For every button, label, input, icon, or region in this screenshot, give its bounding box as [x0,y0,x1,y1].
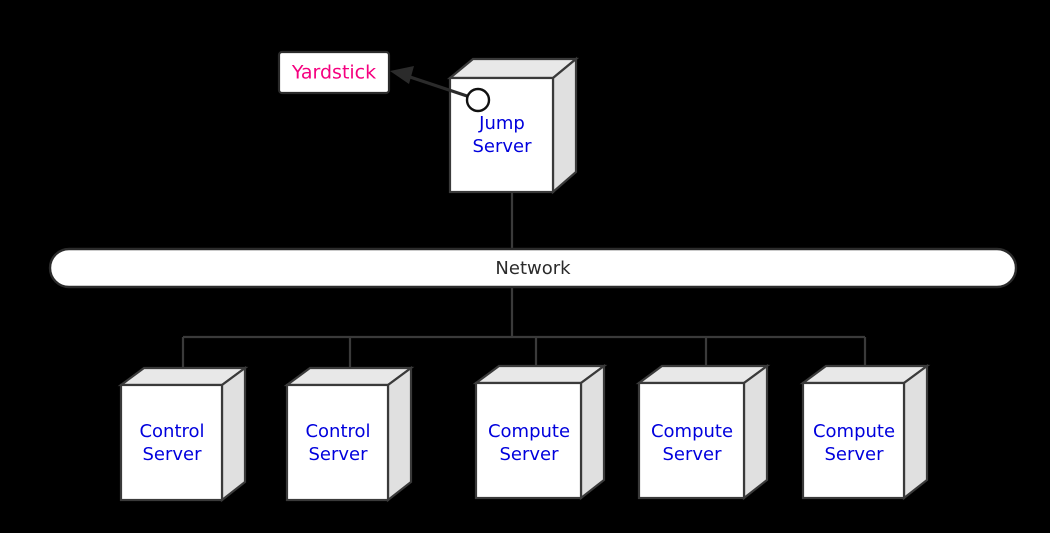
callout-yardstick: Yardstick [277,50,391,95]
server-2-label-line1: Control [305,421,370,442]
server-5-label-line2: Server [824,444,884,465]
server-3-front-face [474,381,583,500]
server-3-label-line2: Server [499,444,559,465]
server-4-label-line1: Compute [651,421,733,442]
network-label: Network [495,258,571,279]
network-bus-node: Network [48,247,1018,289]
callout-arrow-line [403,73,471,99]
server-2-front-face [285,383,390,502]
callout-box-shape [277,50,391,95]
server-2-side-face [386,365,413,503]
node-jump-server: Jump Server [446,56,580,195]
node-server-2: Control Server [283,365,415,503]
node-server-5: Compute Server [799,363,931,501]
server-1-side-face [220,365,247,503]
network-bar-shape [48,247,1018,289]
node-server-4: Compute Server [635,363,771,501]
jump-server-side-face [551,56,578,195]
server-5-label-line1: Compute [813,421,895,442]
jump-server-label-line2: Server [472,136,532,157]
server-5-side-face [902,363,929,501]
server-3-side-face [579,363,606,501]
jump-server-label-line1: Jump [478,113,525,134]
node-server-1: Control Server [117,365,249,503]
server-1-label-line1: Control [139,421,204,442]
callout-anchor-circle [465,87,491,113]
server-3-label-line1: Compute [488,421,570,442]
callout-connector [390,66,491,113]
server-4-side-face [742,363,769,501]
server-4-label-line2: Server [662,444,722,465]
server-4-front-face [637,381,746,500]
callout-arrow-head [390,66,414,84]
callout-label: Yardstick [291,62,376,84]
server-1-label-line2: Server [142,444,202,465]
server-1-front-face [119,383,224,502]
server-5-front-face [801,381,906,500]
server-2-label-line2: Server [308,444,368,465]
node-server-3: Compute Server [472,363,608,501]
